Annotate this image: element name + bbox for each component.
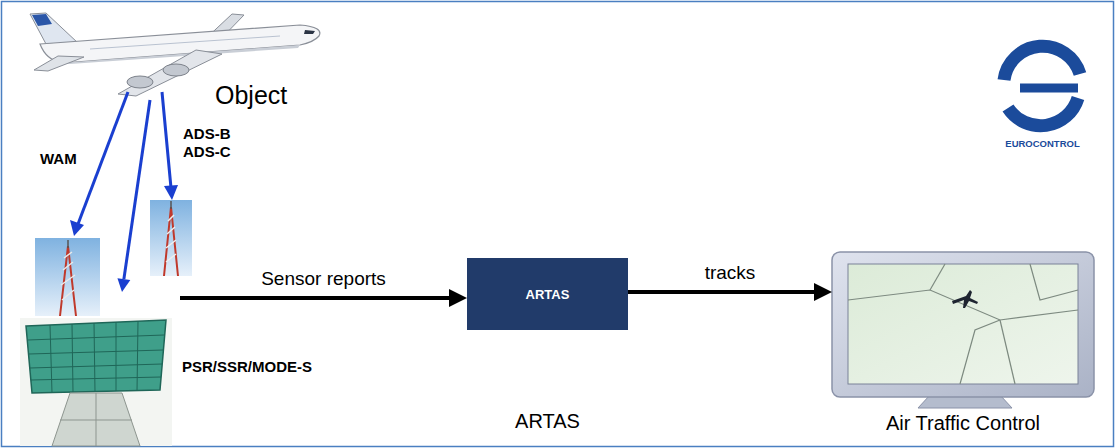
connector-arrow bbox=[117, 100, 150, 292]
connector-arrow bbox=[180, 289, 467, 307]
artas-heading: ARTAS bbox=[515, 410, 580, 433]
connector-line bbox=[628, 290, 814, 294]
eurocontrol-node: EUROCONTROL bbox=[985, 24, 1100, 164]
sensor-label: PSR/SSR/MODE-S bbox=[182, 358, 312, 375]
connector-line bbox=[124, 100, 150, 279]
sensor-node: PSR/SSR/MODE-S bbox=[20, 292, 180, 446]
object-node: Object bbox=[30, 15, 330, 100]
arrow-head bbox=[814, 283, 832, 301]
artas-box: ARTASARTAS bbox=[467, 258, 628, 330]
arrow-head bbox=[117, 278, 130, 292]
logo-text: EUROCONTROL bbox=[1005, 138, 1079, 149]
artas-box-text: ARTAS bbox=[467, 258, 628, 330]
antenna-tower bbox=[150, 200, 192, 276]
eurocontrol-logo bbox=[1004, 46, 1080, 125]
edge-label: Sensor reports bbox=[258, 268, 389, 290]
antenna-tower bbox=[35, 238, 100, 316]
signal-label: WAM bbox=[40, 150, 77, 167]
object-label: Object bbox=[215, 81, 287, 110]
arrow-head bbox=[449, 289, 467, 307]
radar-antenna bbox=[20, 318, 172, 446]
atc-node: Air Traffic Control bbox=[832, 252, 1094, 408]
connector-line bbox=[180, 296, 449, 300]
connector-arrow bbox=[628, 283, 832, 301]
monitor-picture bbox=[832, 252, 1094, 408]
edge-label: tracks bbox=[702, 262, 759, 284]
atc-label: Air Traffic Control bbox=[886, 412, 1040, 435]
signal-label: ADS-B ADS-C bbox=[183, 125, 241, 161]
